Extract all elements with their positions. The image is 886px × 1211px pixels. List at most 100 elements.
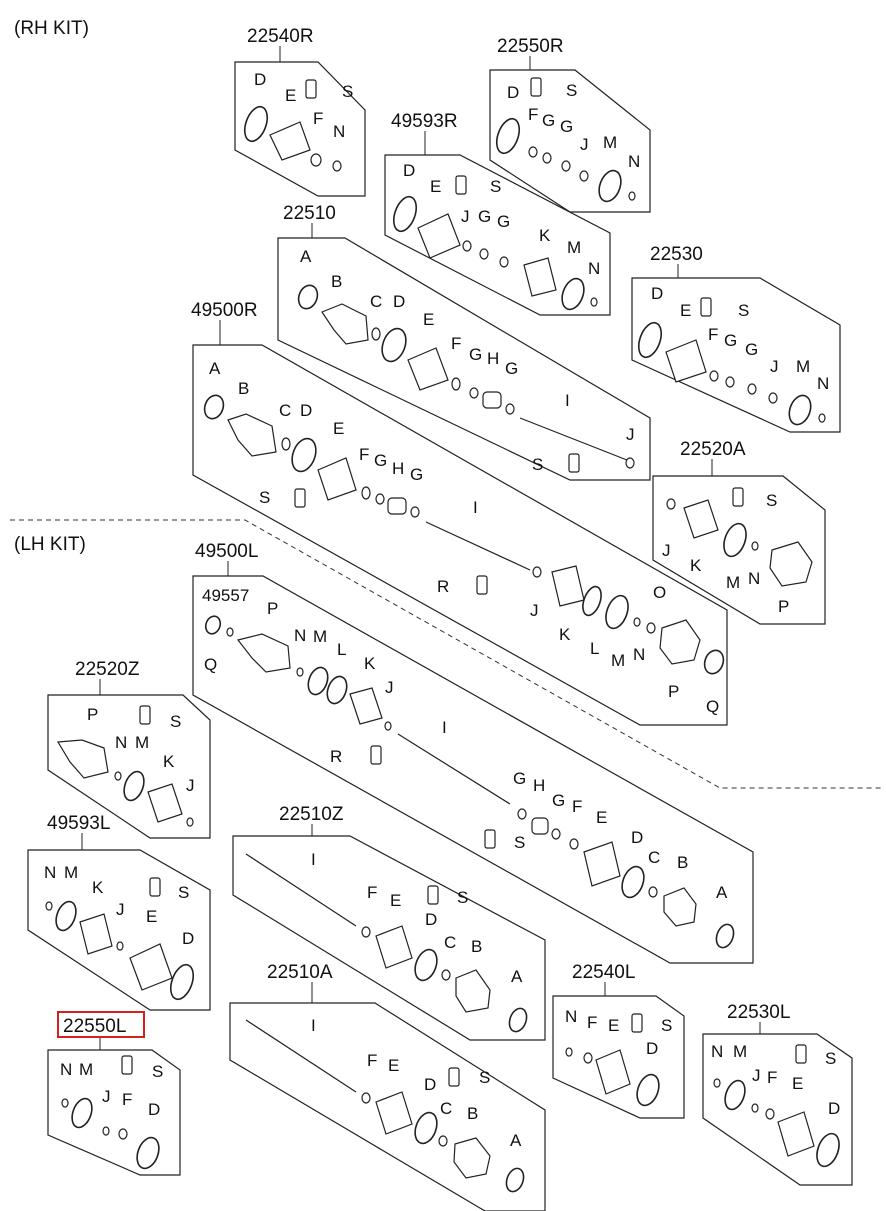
callout-G: G <box>478 207 491 226</box>
callout-M: M <box>726 573 740 592</box>
callout-K: K <box>539 226 551 245</box>
kit-49593R[interactable]: 49593R D E S J G G K M N <box>384 111 611 316</box>
callout-A: A <box>300 247 312 266</box>
callout-E: E <box>333 419 344 438</box>
callout-P: P <box>87 705 98 724</box>
kit-22540L[interactable]: 22540L N F E S D <box>552 962 685 1119</box>
callout-B: B <box>238 379 249 398</box>
lh-kit-heading: (LH KIT) <box>14 534 86 555</box>
callout-M: M <box>64 863 78 882</box>
callout-S: S <box>825 1049 836 1068</box>
callout-E: E <box>423 310 434 329</box>
callout-J: J <box>626 425 635 444</box>
callout-E: E <box>596 808 607 827</box>
callout-I: I <box>311 850 316 869</box>
kit-22550R[interactable]: 22550R D S F G G J M N <box>489 36 651 213</box>
callout-S: S <box>532 455 543 474</box>
callout-J: J <box>385 678 394 697</box>
kit-title: 22550R <box>497 36 564 57</box>
kit-22520Z[interactable]: 22520Z P S N M K J <box>47 659 211 839</box>
callout-D: D <box>403 161 415 180</box>
kit-title: 22520Z <box>75 659 140 680</box>
kit-22550L[interactable]: 22550L N M S J F D <box>47 1011 181 1176</box>
kit-title: 22540L <box>572 962 635 983</box>
callout-E: E <box>146 907 157 926</box>
callout-S: S <box>170 712 181 731</box>
callout-H: H <box>533 776 545 795</box>
kit-22530L[interactable]: 22530L N M J F S E D <box>702 1002 853 1186</box>
callout-E: E <box>608 1016 619 1035</box>
callout-49557: 49557 <box>202 586 249 605</box>
callout-Q: Q <box>204 655 217 674</box>
callout-G: G <box>505 359 518 378</box>
kit-title: 22530 <box>650 244 703 265</box>
callout-E: E <box>792 1074 803 1093</box>
kit-22510A[interactable]: 22510A I F E S D C B A <box>229 962 546 1211</box>
kit-22530[interactable]: 22530 D E S F G G J M N <box>631 244 841 433</box>
callout-S: S <box>514 833 525 852</box>
callout-F: F <box>122 1090 132 1109</box>
callout-M: M <box>611 651 625 670</box>
callout-D: D <box>646 1039 658 1058</box>
callout-C: C <box>440 1099 452 1118</box>
callout-E: E <box>680 301 691 320</box>
callout-G: G <box>374 451 387 470</box>
callout-N: N <box>115 733 127 752</box>
callout-F: F <box>587 1013 597 1032</box>
callout-E: E <box>388 1056 399 1075</box>
callout-N: N <box>60 1060 72 1079</box>
callout-H: H <box>392 459 404 478</box>
rh-lh-divider <box>10 519 884 789</box>
callout-D: D <box>393 292 405 311</box>
kit-22510Z[interactable]: 22510Z I F E S D C B A <box>232 804 546 1041</box>
callout-J: J <box>186 776 195 795</box>
callout-C: C <box>370 292 382 311</box>
callout-G: G <box>497 212 510 231</box>
callout-E: E <box>285 86 296 105</box>
callout-G: G <box>410 465 423 484</box>
callout-D: D <box>631 828 643 847</box>
callout-B: B <box>467 1104 478 1123</box>
kit-22510[interactable]: 22510 A B C D E F G H G I J S <box>277 203 651 481</box>
callout-J: J <box>662 541 671 560</box>
callout-A: A <box>209 359 221 378</box>
callout-D: D <box>828 1099 840 1118</box>
kit-49500L[interactable]: 49500L 49557 P Q N M L K J I R G H G F E… <box>192 541 754 964</box>
kit-22520A[interactable]: 22520A S J K M N P <box>652 439 826 625</box>
kit-49593L[interactable]: 49593L N M K S J E D <box>27 813 211 1011</box>
callout-D: D <box>182 929 194 948</box>
callout-N: N <box>44 863 56 882</box>
callout-N: N <box>333 122 345 141</box>
callout-B: B <box>677 853 688 872</box>
callout-J: J <box>580 135 589 154</box>
callout-G: G <box>724 331 737 350</box>
callout-L: L <box>590 639 599 658</box>
callout-F: F <box>708 325 718 344</box>
callout-F: F <box>528 105 538 124</box>
kit-title: 49593R <box>391 111 458 132</box>
callout-I: I <box>311 1016 316 1035</box>
callout-M: M <box>603 133 617 152</box>
callout-F: F <box>367 1051 377 1070</box>
callout-K: K <box>690 556 702 575</box>
callout-G: G <box>560 117 573 136</box>
callout-S: S <box>457 888 468 907</box>
kit-22540R[interactable]: 22540R D E S F N <box>234 26 366 197</box>
callout-O: O <box>653 583 666 602</box>
callout-S: S <box>479 1068 490 1087</box>
kit-title: 22520A <box>680 439 746 460</box>
callout-K: K <box>92 878 104 897</box>
callout-G: G <box>745 340 758 359</box>
kit-title: 49500L <box>195 541 258 562</box>
callout-E: E <box>430 177 441 196</box>
callout-A: A <box>716 883 728 902</box>
callout-S: S <box>178 883 189 902</box>
kit-49500R[interactable]: 49500R A B C D E F G H G S I R J K L M N… <box>191 300 728 726</box>
callout-M: M <box>79 1060 93 1079</box>
callout-S: S <box>490 177 501 196</box>
callout-A: A <box>511 967 523 986</box>
callout-D: D <box>425 910 437 929</box>
callout-J: J <box>116 900 125 919</box>
callout-G: G <box>513 769 526 788</box>
callout-S: S <box>259 488 270 507</box>
